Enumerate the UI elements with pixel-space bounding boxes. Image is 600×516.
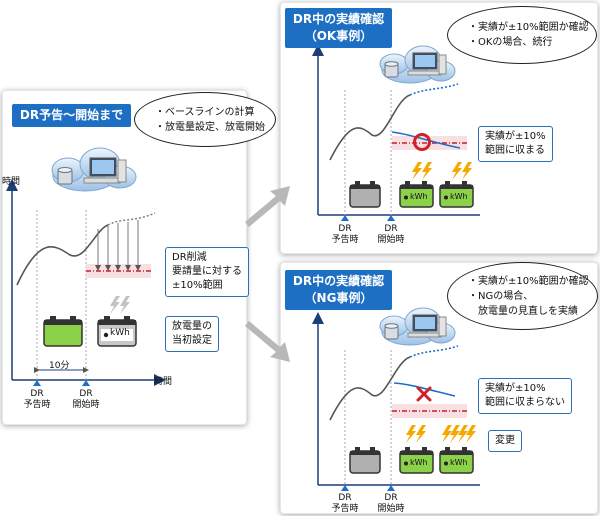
battery-icon (43, 316, 83, 347)
battery-icon (349, 181, 381, 208)
battery-icon (439, 447, 474, 474)
battery-kwh-label: kWh (110, 328, 130, 338)
title-line: DR中の実績確認 (292, 274, 385, 288)
tick-label-start: DR 開始時 (71, 389, 101, 411)
note-line: 範囲に収まらない (485, 397, 565, 408)
lightning-icon (412, 162, 472, 180)
title-line: （NG事例） (304, 291, 373, 305)
battery-kwh-label: kWh (450, 192, 468, 201)
tick-label-line: DR (384, 493, 398, 503)
tick-marker (82, 380, 90, 386)
bubble-line: 放電量の見直しを実績 (468, 305, 578, 317)
lightning-icon (110, 296, 130, 314)
bubble-line: ・ベースラインの計算 (155, 106, 255, 118)
tick-marker (33, 380, 41, 386)
bubble-line: ・実績が±10%範囲か確認 (468, 22, 589, 33)
tick-label-notice: DR 予告時 (22, 389, 52, 411)
battery-kwh-label: kWh (410, 192, 428, 201)
note-dr-range: DR削減 要請量に対する ±10%範囲 (165, 247, 249, 297)
x-axis-label: 時間 (154, 377, 173, 387)
note-line: 実績が±10% (485, 383, 546, 394)
ng-panel-title: DR中の実績確認 （NG事例） (285, 270, 392, 310)
tick-marker (387, 215, 395, 221)
ng-result-note: 実績が±10% 範囲に収まらない (478, 378, 572, 414)
tick-marker (387, 485, 395, 491)
duration-label: 10分 (49, 361, 70, 371)
tick-label-line: DR (384, 224, 398, 234)
arrow-right-icon (245, 321, 290, 362)
tick-label-line: 開始時 (377, 235, 405, 245)
tick-label-line: 予告時 (23, 400, 51, 410)
tick-label-start: DR 開始時 (376, 224, 406, 246)
cloud-server-icon (51, 147, 137, 192)
note-line: 実績が±10% (485, 131, 546, 142)
y-axis-label: 時間 (2, 177, 21, 187)
note-line: 変更 (495, 435, 515, 446)
note-initial-setting: 放電量の 当初設定 (165, 316, 219, 352)
bubble-line: ・放電量設定、放電開始 (155, 121, 265, 133)
ng-speech-bubble: ・実績が±10%範囲か確認 ・NGの場合、 放電量の見直しを実績 (447, 262, 598, 330)
ok-speech-bubble: ・実績が±10%範囲か確認 ・OKの場合、続行 (447, 6, 597, 64)
note-line: 範囲に収まる (485, 145, 545, 156)
tick-marker (341, 215, 349, 221)
battery-kwh-label: kWh (410, 458, 428, 467)
battery-icon (97, 316, 137, 347)
note-line: DR削減 (172, 252, 207, 263)
tick-label-line: 予告時 (331, 504, 359, 514)
note-line: 当初設定 (172, 335, 212, 346)
arrow-right-icon (245, 186, 290, 227)
title-line: DR中の実績確認 (292, 12, 385, 26)
bubble-line: ・実績が±10%範囲か確認 (468, 275, 589, 287)
battery-icon (349, 447, 381, 474)
cloud-server-icon (379, 307, 456, 346)
left-speech-bubble: ・ベースラインの計算 ・放電量設定、放電開始 (134, 92, 276, 147)
tick-marker (341, 485, 349, 491)
tick-label-notice: DR 予告時 (330, 493, 360, 515)
note-line: 要請量に対する (172, 266, 242, 277)
battery-icon (439, 181, 474, 208)
ok-panel-title: DR中の実績確認 （OK事例） (285, 8, 392, 48)
ok-result-note: 実績が±10% 範囲に収まる (478, 126, 553, 162)
title-line: （OK事例） (304, 29, 373, 43)
battery-kwh-label: kWh (450, 458, 468, 467)
tick-label-line: DR (338, 224, 352, 234)
cross-ng-icon (416, 386, 432, 402)
battery-icon (399, 181, 434, 208)
tick-label-line: 開始時 (377, 504, 405, 514)
tick-label-line: DR (338, 493, 352, 503)
bubble-line: ・NGの場合、 (468, 290, 534, 302)
tick-label-start: DR 開始時 (376, 493, 406, 515)
note-line: ±10%範囲 (172, 280, 223, 291)
tick-label-line: 予告時 (331, 235, 359, 245)
note-line: 放電量の (172, 321, 212, 332)
battery-icon (399, 447, 434, 474)
lightning-icon (406, 425, 476, 443)
tick-label-notice: DR 予告時 (330, 224, 360, 246)
left-panel-title: DR予告～開始まで (12, 104, 131, 127)
tick-label-line: DR (79, 389, 93, 399)
circle-ok-icon (413, 133, 431, 151)
cloud-server-icon (379, 45, 456, 84)
ng-change-note: 変更 (488, 430, 522, 452)
tick-label-line: DR (30, 389, 44, 399)
bubble-line: ・OKの場合、続行 (468, 37, 553, 48)
tick-label-line: 開始時 (72, 400, 100, 410)
